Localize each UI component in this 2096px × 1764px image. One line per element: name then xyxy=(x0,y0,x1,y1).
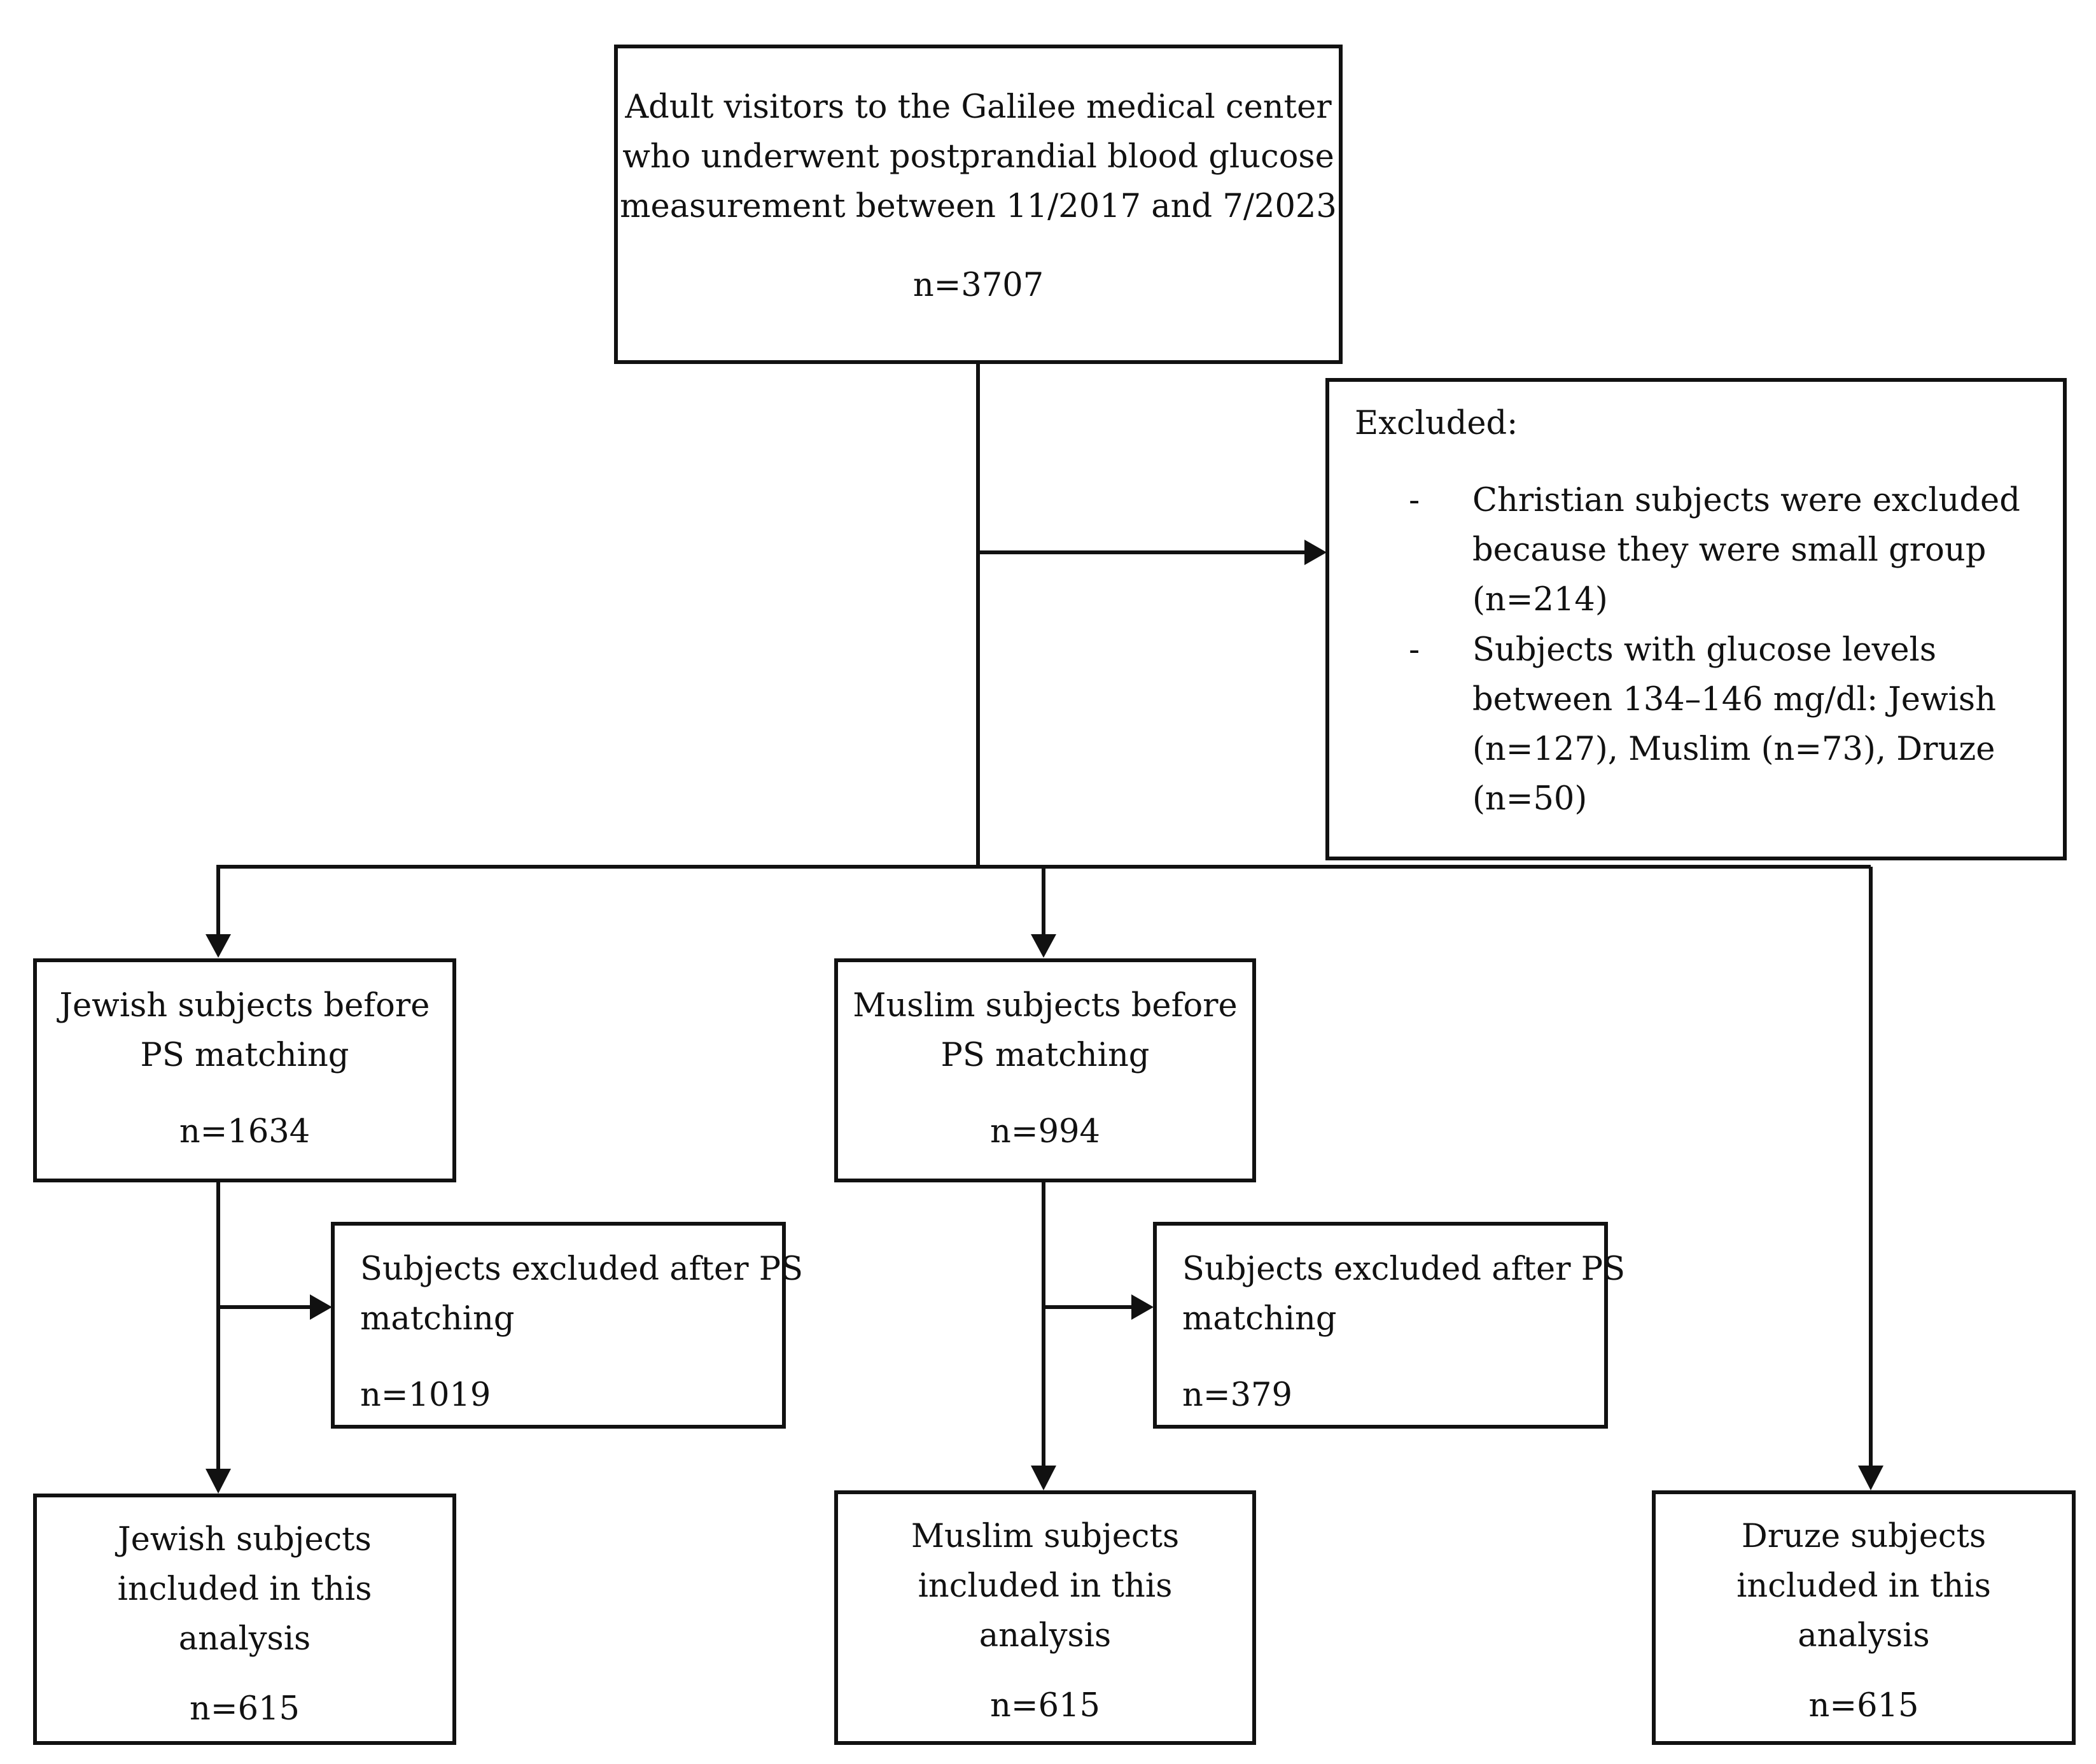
bullet-line: (n=214) xyxy=(1472,581,1608,619)
bullet-line: because they were small group xyxy=(1472,531,1987,569)
box-line: analysis xyxy=(1798,1617,1930,1655)
top-box-line: who underwent postprandial blood glucose xyxy=(622,138,1334,176)
jewish-before-box: Jewish subjects before PS matching n=163… xyxy=(33,958,456,1182)
box-line: matching xyxy=(1182,1300,1337,1338)
jewish-excluded-box: Subjects excluded after PS matching n=10… xyxy=(331,1222,804,1429)
top-box-line: measurement between 11/2017 and 7/2023 xyxy=(620,188,1337,225)
box-line: analysis xyxy=(178,1620,311,1658)
box-line: included in this xyxy=(918,1567,1173,1605)
druze-included-box: Druze subjects included in this analysis… xyxy=(1652,1490,2076,1745)
bullet-marker: - xyxy=(1409,482,1420,519)
box-line: Jewish subjects before xyxy=(59,987,430,1025)
box-line: Jewish subjects xyxy=(118,1521,372,1558)
jewish-included-count: n=615 xyxy=(190,1690,300,1728)
jewish-before-count: n=1634 xyxy=(179,1113,311,1151)
muslim-excluded-box: Subjects excluded after PS matching n=37… xyxy=(1153,1222,1626,1429)
muslim-included-box: Muslim subjects included in this analysi… xyxy=(834,1490,1256,1745)
box-line: included in this xyxy=(117,1571,372,1608)
box-line: Druze subjects xyxy=(1741,1518,1987,1555)
arrowhead-excluded xyxy=(1304,540,1327,565)
box-line: Muslim subjects xyxy=(911,1518,1180,1555)
box-line: analysis xyxy=(979,1617,1112,1655)
box-line: PS matching xyxy=(140,1037,349,1074)
arrowhead-jewish-excluded xyxy=(310,1294,332,1320)
box-line: matching xyxy=(360,1300,515,1338)
arrowhead-muslim-before xyxy=(1031,934,1056,958)
muslim-excluded-count: n=379 xyxy=(1182,1376,1292,1414)
jewish-included-box: Jewish subjects included in this analysi… xyxy=(33,1494,456,1745)
top-box-count: n=3707 xyxy=(912,267,1044,304)
bullet-marker: - xyxy=(1409,631,1420,669)
box-line: Muslim subjects before xyxy=(853,987,1238,1025)
bullet-line: (n=127), Muslim (n=73), Druze xyxy=(1472,731,1995,768)
box-line: PS matching xyxy=(940,1037,1150,1074)
arrowhead-jewish-included xyxy=(206,1469,231,1494)
arrowhead-druze-included xyxy=(1858,1466,1883,1490)
druze-included-count: n=615 xyxy=(1808,1687,1919,1725)
muslim-before-count: n=994 xyxy=(990,1113,1100,1151)
box-line: Subjects excluded after PS xyxy=(1182,1250,1626,1288)
arrowhead-muslim-included xyxy=(1031,1466,1056,1490)
jewish-excluded-count: n=1019 xyxy=(360,1376,491,1414)
top-box-line: Adult visitors to the Galilee medical ce… xyxy=(625,88,1332,126)
bullet-line: (n=50) xyxy=(1472,780,1588,818)
muslim-before-box: Muslim subjects before PS matching n=994 xyxy=(834,958,1256,1182)
box-line: included in this xyxy=(1736,1567,1991,1605)
bullet-line: Christian subjects were excluded xyxy=(1472,482,2020,519)
arrowhead-jewish-before xyxy=(206,934,231,958)
excluded-heading: Excluded: xyxy=(1355,405,1518,442)
bullet-line: between 134–146 mg/dl: Jewish xyxy=(1472,681,1996,718)
top-box: Adult visitors to the Galilee medical ce… xyxy=(614,45,1343,364)
muslim-included-count: n=615 xyxy=(990,1687,1100,1725)
arrowhead-muslim-excluded xyxy=(1131,1294,1154,1320)
box-line: Subjects excluded after PS xyxy=(360,1250,804,1288)
bullet-line: Subjects with glucose levels xyxy=(1472,631,1936,669)
excluded-box: Excluded: - Christian subjects were excl… xyxy=(1325,378,2067,860)
